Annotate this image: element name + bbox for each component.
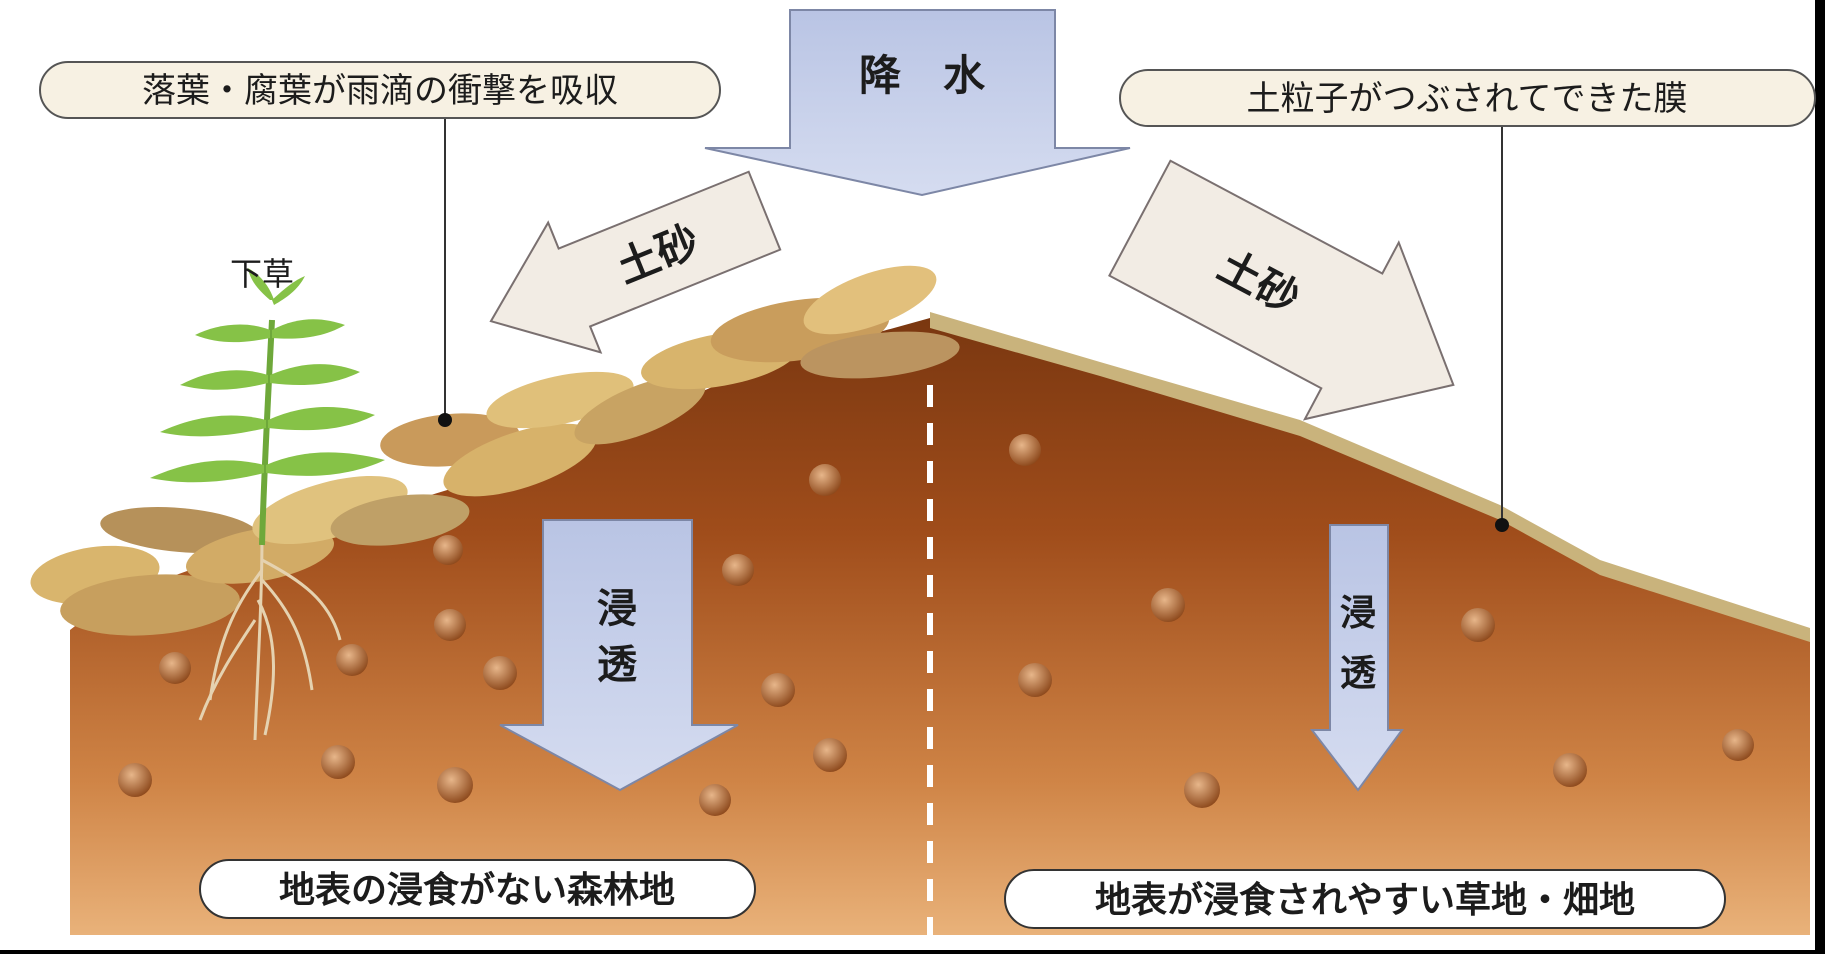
rainfall-arrow: 降 水 [704, 9, 1131, 197]
soil-pebble-icon [1722, 729, 1754, 761]
infiltration-left-label-1: 浸 [597, 586, 637, 632]
surface-membrane [930, 312, 1810, 642]
undergrowth-label: 下草 [230, 255, 294, 293]
soil-pebble-icon [1018, 663, 1052, 697]
soil-pebbles [118, 434, 1754, 816]
field-caption-text: 地表が浸食されやすい草地・畑地 [1095, 880, 1635, 921]
infiltration-right-label-2: 透 [1340, 653, 1377, 694]
soil-pebble-icon [1461, 608, 1495, 642]
plant-icon [150, 268, 385, 741]
infiltration-right-label-1: 浸 [1340, 593, 1376, 634]
membrane-callout-text: 土粒子がつぶされてできた膜 [1247, 79, 1688, 119]
soil-pebble-icon [722, 554, 754, 586]
membrane-callout: 土粒子がつぶされてできた膜 [1119, 69, 1816, 532]
soil-pebble-icon [159, 652, 191, 684]
right-border [1815, 0, 1825, 950]
soil-pebble-icon [761, 673, 795, 707]
arrow-down-icon [704, 9, 1131, 197]
arrow-down-icon [1309, 524, 1404, 792]
leaf-callout: 落葉・腐葉が雨滴の衝撃を吸収 [39, 61, 721, 427]
leaf-litter-icon [30, 265, 960, 636]
arrow-diagonal-icon [1108, 159, 1455, 421]
rainfall-label: 降 水 [859, 51, 986, 100]
soil-pebble-icon [813, 738, 847, 772]
soil-pebble-icon [809, 464, 841, 496]
infiltration-arrow-left: 浸 透 [499, 519, 739, 792]
sediment-arrow-right: 土砂 [1108, 159, 1455, 421]
leaf-callout-text: 落葉・腐葉が雨滴の衝撃を吸収 [142, 71, 618, 111]
forest-caption: 地表の浸食がない森林地 [199, 859, 756, 919]
arrow-down-icon [499, 519, 739, 792]
sediment-arrow-left: 土砂 [489, 170, 782, 354]
soil-pebble-icon [483, 656, 517, 690]
soil-pebble-icon [1553, 753, 1587, 787]
soil-pebble-icon [434, 609, 466, 641]
infiltration-arrow-right: 浸 透 [1309, 524, 1404, 792]
soil-pebble-icon [437, 767, 473, 803]
arrow-diagonal-icon [489, 170, 782, 354]
soil-pebble-icon [1009, 434, 1041, 466]
soil-pebble-icon [118, 763, 152, 797]
soil-pebble-icon [1151, 588, 1185, 622]
infiltration-left-label-2: 透 [597, 642, 638, 688]
forest-caption-text: 地表の浸食がない森林地 [279, 870, 675, 911]
soil-pebble-icon [1184, 772, 1220, 808]
soil-pebble-icon [321, 745, 355, 779]
field-caption: 地表が浸食されやすい草地・畑地 [1004, 869, 1726, 929]
soil-pebble-icon [336, 644, 368, 676]
soil-pebble-icon [433, 535, 463, 565]
soil-pebble-icon [699, 784, 731, 816]
